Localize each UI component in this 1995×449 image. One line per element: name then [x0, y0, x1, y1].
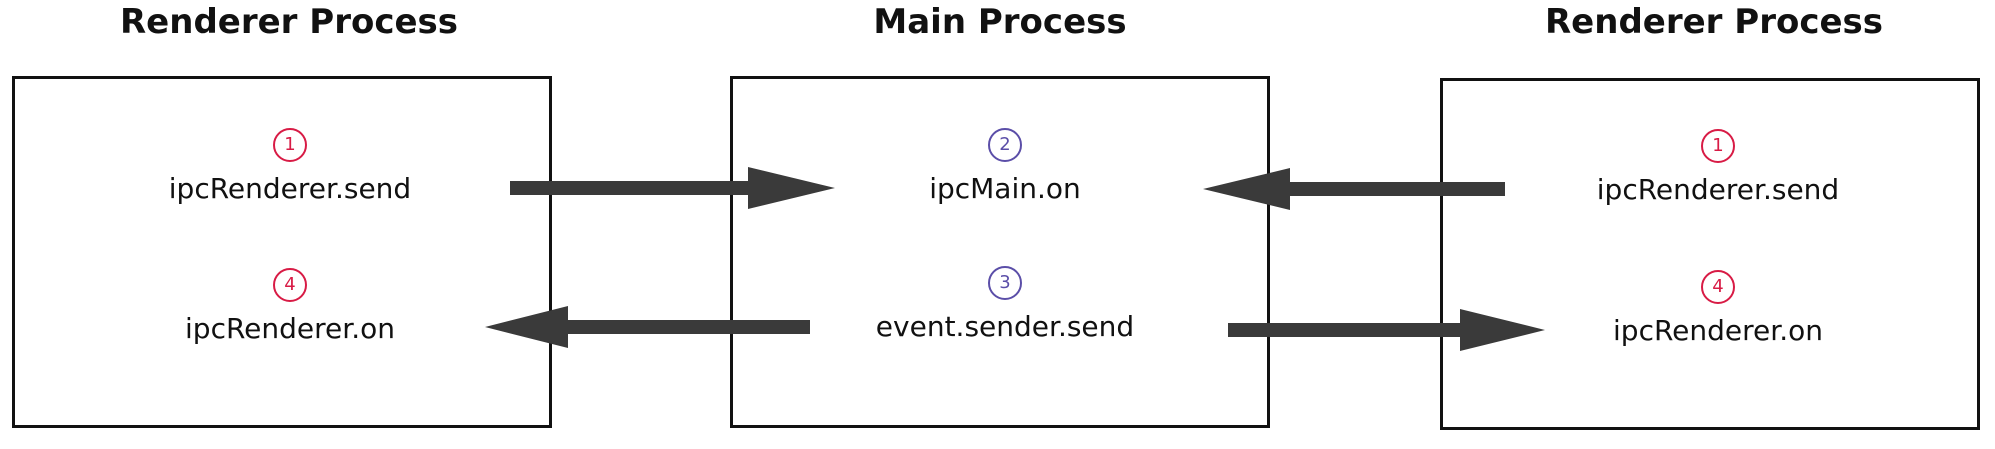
step-badge-2: 2 — [988, 128, 1022, 162]
heading-main-process: Main Process — [873, 2, 1127, 42]
ipc-renderer-on-label-right: ipcRenderer.on — [1613, 314, 1823, 347]
ipc-renderer-send-label-right: ipcRenderer.send — [1596, 173, 1840, 206]
main-on-step: 2 ipcMain.on — [855, 128, 1155, 206]
ipc-renderer-send-label: ipcRenderer.send — [168, 172, 412, 205]
step-badge-4: 4 — [273, 268, 307, 302]
arrow-main-reply-to-left — [485, 306, 810, 348]
right-send-step: 1 ipcRenderer.send — [1568, 129, 1868, 207]
ipc-main-on-label: ipcMain.on — [929, 172, 1081, 205]
event-sender-send-label: event.sender.send — [875, 310, 1135, 343]
step-badge-4-right: 4 — [1701, 270, 1735, 304]
step-badge-1: 1 — [273, 128, 307, 162]
step-badge-1-right: 1 — [1701, 129, 1735, 163]
ipc-renderer-on-label: ipcRenderer.on — [185, 312, 395, 345]
arrow-main-reply-to-right — [1228, 309, 1545, 351]
left-send-step: 1 ipcRenderer.send — [140, 128, 440, 206]
step-badge-3: 3 — [988, 266, 1022, 300]
heading-left-renderer-process: Renderer Process — [120, 2, 459, 42]
arrow-right-send-to-main — [1203, 168, 1505, 210]
right-on-step: 4 ipcRenderer.on — [1568, 270, 1868, 348]
heading-right-renderer-process: Renderer Process — [1545, 2, 1884, 42]
arrow-left-send-to-main — [510, 167, 835, 209]
left-on-step: 4 ipcRenderer.on — [140, 268, 440, 346]
main-reply-step: 3 event.sender.send — [855, 266, 1155, 344]
